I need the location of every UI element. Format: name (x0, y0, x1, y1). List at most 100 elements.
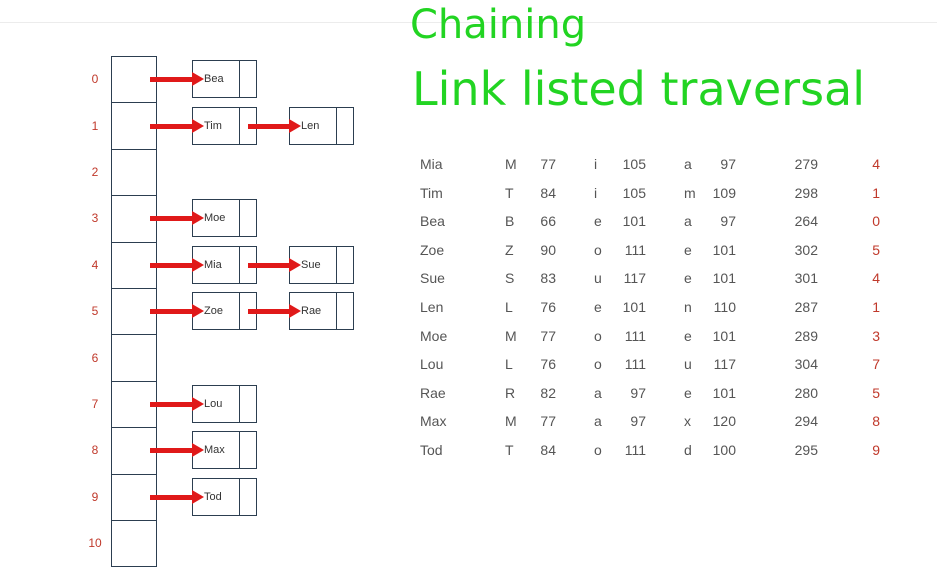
pointer-arrow (150, 304, 204, 319)
table-index-label: 7 (91, 397, 99, 411)
table-cell-char: R (505, 384, 516, 401)
arrow-shaft (150, 262, 192, 268)
hash-table-slot (111, 334, 157, 382)
table-cell-code: 77 (540, 327, 556, 344)
arrow-head-icon (192, 304, 204, 319)
table-cell-char: a (684, 213, 692, 230)
table-cell-sum: 301 (794, 270, 818, 287)
table-cell-char: i (594, 156, 598, 172)
node-value: Sue (290, 246, 337, 283)
table-cell-code: 82 (540, 384, 556, 401)
table-cell-code: 97 (630, 413, 646, 430)
table-cell-bucket: 8 (872, 413, 880, 430)
pointer-arrow (150, 257, 204, 272)
table-cell-code: 117 (713, 356, 736, 373)
node-value: Rae (290, 293, 337, 330)
table-cell-code: 77 (540, 413, 556, 430)
table-cell-sum: 287 (794, 299, 818, 315)
table-cell-name: Lou (420, 356, 444, 373)
node-value: Tod (193, 478, 240, 515)
table-cell-char: Z (505, 241, 514, 258)
table-cell-code: 66 (540, 213, 556, 230)
table-cell-char: M (505, 156, 517, 172)
table-cell-code: 84 (540, 184, 556, 201)
table-cell-bucket: 1 (872, 299, 880, 315)
table-cell-name: Rae (420, 384, 446, 401)
table-cell-code: 101 (712, 270, 736, 287)
table-cell-name: Tim (420, 184, 443, 201)
table-cell-bucket: 9 (872, 442, 880, 458)
table-index-label: 4 (91, 257, 99, 272)
hash-table-slot (111, 380, 157, 429)
table-cell-sum: 289 (794, 327, 818, 344)
pointer-arrow (248, 304, 301, 319)
hash-table-slot (111, 148, 157, 197)
table-cell-char: d (684, 442, 692, 458)
table-cell-code: 111 (624, 356, 646, 373)
table-cell-code: 109 (712, 184, 736, 201)
table-cell-code: 101 (712, 241, 736, 258)
table-cell-char: m (684, 184, 696, 201)
pointer-arrow (150, 489, 204, 504)
pointer-arrow (150, 118, 204, 133)
table-cell-sum: 302 (794, 241, 818, 258)
arrow-shaft (248, 309, 289, 315)
table-cell-code: 117 (623, 270, 646, 287)
table-cell-bucket: 7 (872, 356, 880, 373)
node-value: Max (193, 432, 240, 469)
pointer-arrow (248, 257, 301, 272)
table-cell-code: 76 (540, 356, 556, 373)
table-cell-char: e (594, 213, 602, 230)
table-cell-char: e (684, 384, 692, 401)
table-cell-name: Tod (420, 442, 443, 458)
table-cell-char: B (505, 213, 515, 230)
table-cell-bucket: 5 (872, 241, 880, 258)
table-cell-code: 101 (622, 213, 646, 230)
arrow-head-icon (289, 304, 301, 319)
table-cell-code: 101 (622, 299, 646, 315)
table-cell-code: 83 (540, 270, 556, 287)
table-cell-code: 101 (712, 327, 736, 344)
table-cell-code: 101 (712, 384, 736, 401)
table-cell-code: 77 (540, 156, 556, 172)
arrow-head-icon (289, 257, 301, 272)
pointer-arrow (150, 397, 204, 411)
node-value: Moe (193, 200, 240, 237)
table-cell-char: u (594, 270, 602, 287)
arrow-head-icon (192, 72, 204, 87)
table-index-label: 1 (91, 118, 99, 133)
table-cell-code: 97 (720, 213, 736, 230)
table-cell-sum: 304 (794, 356, 818, 373)
pointer-arrow (150, 211, 204, 226)
table-cell-char: e (684, 327, 692, 344)
table-cell-bucket: 5 (872, 384, 880, 401)
table-cell-bucket: 4 (872, 270, 880, 287)
table-cell-char: u (684, 356, 692, 373)
table-cell-name: Mia (420, 156, 443, 172)
pointer-arrow (150, 443, 204, 458)
table-index-label: 0 (91, 72, 99, 87)
table-cell-code: 110 (713, 299, 736, 315)
table-cell-code: 100 (712, 442, 736, 458)
table-cell-sum: 298 (794, 184, 818, 201)
hash-table-slot (111, 520, 157, 568)
table-index-label: 8 (91, 443, 99, 458)
table-cell-name: Max (420, 413, 447, 430)
table-cell-sum: 264 (794, 213, 818, 230)
table-cell-name: Zoe (420, 241, 445, 258)
table-cell-name: Len (420, 299, 444, 315)
table-cell-char: a (684, 156, 692, 172)
table-index-label: 5 (91, 304, 99, 319)
table-cell-bucket: 0 (872, 213, 880, 230)
table-cell-code: 120 (712, 413, 736, 430)
table-cell-char: e (684, 270, 692, 287)
table-cell-bucket: 1 (872, 184, 880, 201)
table-cell-name: Sue (420, 270, 445, 287)
table-cell-char: n (684, 299, 692, 315)
table-cell-char: M (505, 413, 517, 430)
handwritten-title-traversal: Link listed traversal (412, 62, 866, 116)
arrow-shaft (150, 448, 192, 454)
node-value: Lou (193, 386, 240, 422)
table-cell-char: a (594, 413, 602, 430)
